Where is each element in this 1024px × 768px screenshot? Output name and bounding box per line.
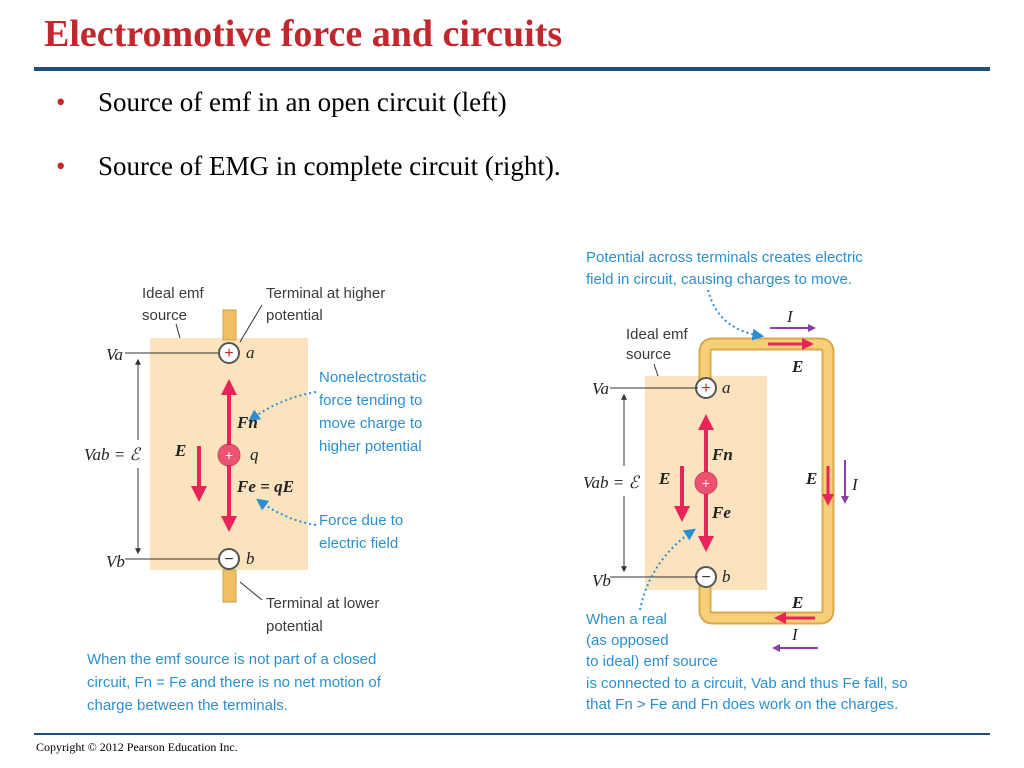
bullet-list: • Source of emf in an open circuit (left)… (56, 84, 561, 212)
current-label: I (791, 625, 799, 644)
real-source-caption: is connected to a circuit, Vab and thus … (586, 675, 908, 692)
bullet-text: Source of emf in an open circuit (left) (98, 87, 507, 117)
svg-text:−: − (701, 569, 710, 586)
leader-line (175, 323, 181, 339)
terminal-high-label: potential (266, 307, 323, 324)
footer-divider (34, 733, 990, 735)
e-field-label: E (791, 357, 803, 376)
nonelectrostatic-label: move charge to (319, 415, 422, 432)
fn-label: Fn (711, 445, 733, 464)
current-label: I (851, 475, 859, 494)
terminal-low-label: potential (266, 618, 323, 635)
terminal-low-label: Terminal at lower (266, 595, 379, 612)
leader-line (653, 363, 659, 377)
terminal-bottom-wire (222, 569, 237, 603)
slide-title: Electromotive force and circuits (44, 13, 563, 55)
pointer-dotted (248, 391, 317, 422)
terminal-a-label: a (246, 343, 255, 362)
current-label: I (786, 307, 794, 326)
charge-q-icon (694, 471, 718, 495)
va-label: Va (592, 379, 609, 398)
charge-q-label: q (250, 445, 259, 464)
e-field-label: E (174, 441, 186, 460)
vb-label: Vb (592, 571, 611, 590)
e-field-label: E (805, 469, 817, 488)
va-label: Va (106, 345, 123, 364)
fe-label: Fe = qE (236, 477, 294, 496)
real-source-caption: that Fn > Fe and Fn does work on the cha… (586, 696, 898, 713)
svg-text:−: − (224, 551, 233, 568)
pointer-dotted (639, 528, 696, 611)
vab-label: Vab = ℰ (583, 473, 640, 492)
fn-label: Fn (236, 413, 258, 432)
e-field-label: E (658, 469, 670, 488)
force-due-label: electric field (319, 535, 398, 552)
svg-text:+: + (702, 475, 710, 491)
left-caption: circuit, Fn = Fe and there is no net mot… (87, 674, 382, 691)
real-source-caption: (as opposed (586, 632, 669, 649)
terminal-b-label: b (246, 549, 255, 568)
charge-q-icon (217, 443, 241, 467)
bullet-dot-icon: • (56, 87, 66, 117)
leader-line (239, 581, 263, 601)
e-field-label: E (791, 593, 803, 612)
nonelectrostatic-label: higher potential (319, 438, 422, 455)
top-caption: Potential across terminals creates elect… (586, 249, 863, 266)
real-source-caption: to ideal) emf source (586, 653, 718, 670)
pointer-dotted (707, 289, 765, 341)
nonelectrostatic-label: Nonelectrostatic (319, 369, 427, 386)
copyright-text: Copyright © 2012 Pearson Education Inc. (36, 740, 238, 754)
top-caption: field in circuit, causing charges to mov… (586, 271, 852, 288)
ideal-emf-label: source (142, 307, 187, 324)
terminal-top-wire (222, 309, 237, 341)
vab-label: Vab = ℰ (84, 445, 141, 464)
ideal-emf-label: Ideal emf (142, 285, 205, 302)
vb-label: Vb (106, 552, 125, 571)
bullet-dot-icon: • (56, 151, 66, 181)
left-figure: + − + Ideal emf source Terminal at highe… (84, 285, 427, 714)
ideal-emf-label: source (626, 346, 671, 363)
terminal-a-label: a (722, 378, 731, 397)
real-source-caption: When a real (586, 611, 667, 628)
pointer-dotted (256, 498, 317, 526)
svg-text:+: + (701, 380, 710, 397)
minus-terminal-icon (218, 548, 240, 570)
left-caption: When the emf source is not part of a clo… (87, 651, 376, 668)
terminal-b-label: b (722, 567, 731, 586)
svg-text:+: + (225, 447, 233, 463)
nonelectrostatic-label: force tending to (319, 392, 422, 409)
bullet-text: Source of EMG in complete circuit (right… (98, 151, 561, 181)
left-caption: charge between the terminals. (87, 697, 288, 714)
plus-terminal-icon (218, 342, 240, 364)
leader-line (239, 304, 263, 343)
svg-text:+: + (224, 345, 233, 362)
force-due-label: Force due to (319, 512, 403, 529)
title-divider (34, 67, 990, 71)
right-figure: + − + I I I E E E E Fn Fe Va Vb Vab = ℰ … (583, 249, 908, 713)
bullet-item: • Source of EMG in complete circuit (righ… (56, 148, 561, 212)
bullet-item: • Source of emf in an open circuit (left) (56, 84, 561, 148)
fe-label: Fe (711, 503, 731, 522)
ideal-emf-label: Ideal emf (626, 326, 689, 343)
terminal-high-label: Terminal at higher (266, 285, 385, 302)
